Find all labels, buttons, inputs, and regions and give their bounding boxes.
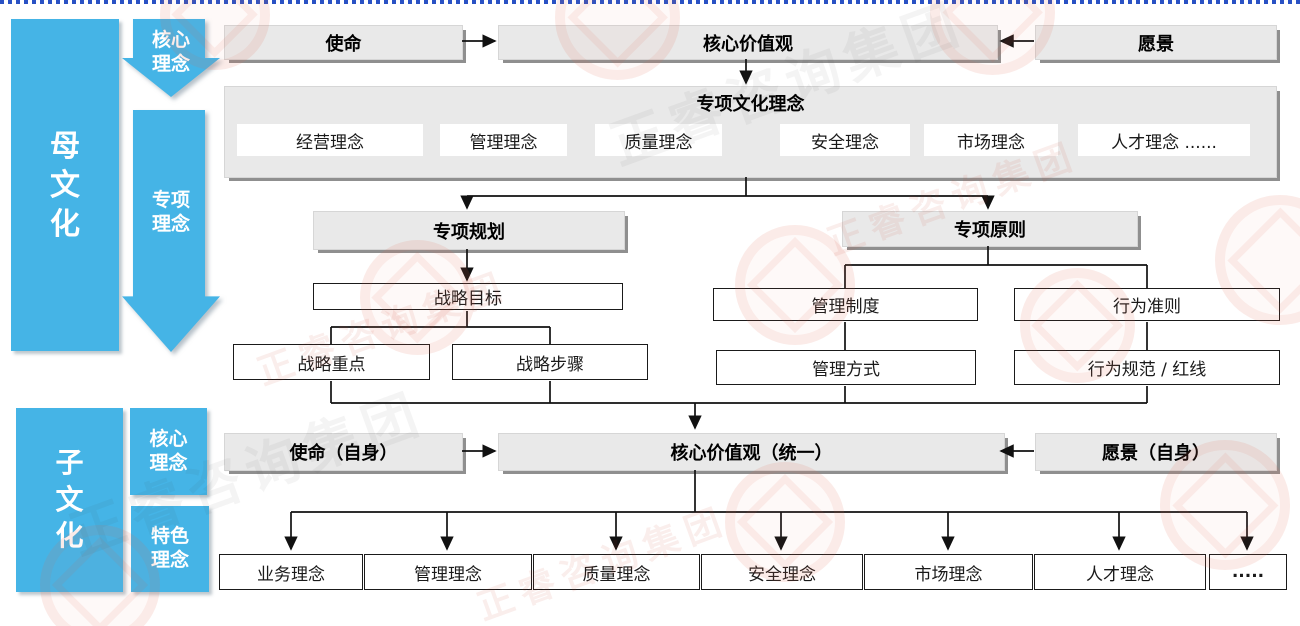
child-culture-bar: 子文化	[16, 408, 123, 592]
vision-label: 愿景	[1138, 33, 1174, 55]
strategic-steps-box: 战略步骤	[452, 344, 648, 380]
connector-goal-children	[330, 311, 551, 344]
special-culture-item-label: 人才理念 ......	[1111, 132, 1217, 153]
behavior-code-label: 行为准则	[1113, 297, 1181, 317]
mission-label: 使命	[325, 33, 362, 55]
child-item-label: .....	[1231, 562, 1265, 582]
connector-principles-children	[844, 246, 1148, 288]
management-method-label: 管理方式	[812, 360, 880, 380]
child-item-box: 安全理念	[701, 554, 863, 590]
down-arrow-icon	[122, 110, 220, 352]
child-item-box: 业务理念	[219, 554, 363, 590]
strategic-steps-label: 战略步骤	[516, 354, 584, 375]
child-culture-label: 子文化	[55, 446, 84, 553]
child-core-concept-label: 核心理念	[149, 427, 188, 474]
child-mission-box: 使命（自身）	[224, 433, 463, 471]
child-vision-label: 愿景（自身）	[1102, 443, 1210, 464]
child-item-box: 市场理念	[864, 554, 1033, 590]
special-concept-arrow-label: 专项理念	[151, 189, 190, 235]
child-item-label: 管理理念	[414, 564, 482, 585]
child-core-concept-tag: 核心理念	[130, 408, 207, 495]
child-special-concept-tag: 特色理念	[131, 506, 209, 592]
special-culture-item-label: 经营理念	[296, 132, 364, 153]
child-item-label: 人才理念	[1086, 564, 1154, 585]
child-special-concept-label: 特色理念	[150, 525, 189, 571]
special-culture-item: 市场理念	[924, 124, 1058, 156]
core-concept-arrow: 核心理念	[122, 19, 220, 97]
special-culture-item-label: 质量理念	[624, 132, 693, 153]
special-culture-item-label: 市场理念	[957, 132, 1025, 153]
special-principles-box: 专项原则	[842, 211, 1138, 247]
child-item-label: 业务理念	[257, 564, 325, 585]
strategic-goal-box: 战略目标	[313, 283, 623, 310]
child-item-box: 管理理念	[364, 554, 532, 590]
core-values-box: 核心价值观	[498, 25, 998, 60]
child-vision-box: 愿景（自身）	[1035, 433, 1277, 471]
special-culture-item: 安全理念	[780, 124, 910, 156]
strategic-focus-box: 战略重点	[233, 344, 430, 380]
special-planning-box: 专项规划	[313, 211, 625, 250]
behavior-norms-box: 行为规范 / 红线	[1014, 350, 1280, 385]
special-planning-label: 专项规划	[433, 221, 505, 243]
strategic-goal-label: 战略目标	[434, 289, 502, 309]
parent-culture-bar: 母文化	[11, 19, 119, 351]
special-culture-title: 专项文化理念	[696, 94, 805, 115]
child-item-label: 市场理念	[914, 564, 983, 585]
child-item-box: 质量理念	[533, 554, 700, 590]
special-principles-label: 专项原则	[954, 220, 1026, 241]
core-concept-arrow-label: 核心理念	[151, 29, 190, 75]
vision-box: 愿景	[1035, 25, 1277, 60]
management-method-box: 管理方式	[716, 350, 976, 385]
child-mission-label: 使命（自身）	[289, 443, 398, 464]
child-core-values-box: 核心价值观（统一）	[498, 433, 1005, 471]
child-core-values-label: 核心价值观（统一）	[670, 443, 833, 464]
behavior-code-box: 行为准则	[1014, 288, 1280, 321]
watermark-logo-icon	[735, 225, 855, 345]
special-culture-item: 人才理念 ......	[1078, 124, 1250, 156]
special-culture-item-label: 管理理念	[469, 132, 538, 153]
child-item-label: 质量理念	[582, 564, 651, 585]
special-culture-item-label: 安全理念	[811, 132, 879, 153]
connector-child-bus	[291, 470, 1247, 513]
special-culture-item: 经营理念	[237, 124, 423, 156]
management-system-box: 管理制度	[713, 288, 978, 321]
management-system-label: 管理制度	[811, 297, 880, 317]
child-item-box: 人才理念	[1034, 554, 1206, 590]
child-item-label: 安全理念	[748, 564, 816, 585]
behavior-norms-label: 行为规范 / 红线	[1087, 360, 1207, 380]
special-concept-arrow: 专项理念	[122, 110, 220, 352]
child-item-box: .....	[1209, 554, 1287, 590]
core-values-label: 核心价值观	[703, 33, 793, 55]
parent-culture-label: 母文化	[50, 128, 80, 242]
strategic-focus-label: 战略重点	[297, 354, 366, 375]
special-culture-item: 质量理念	[595, 124, 722, 156]
section-separator-dotted-line	[0, 0, 1300, 4]
special-culture-item: 管理理念	[440, 124, 567, 156]
mission-box: 使命	[224, 25, 463, 60]
